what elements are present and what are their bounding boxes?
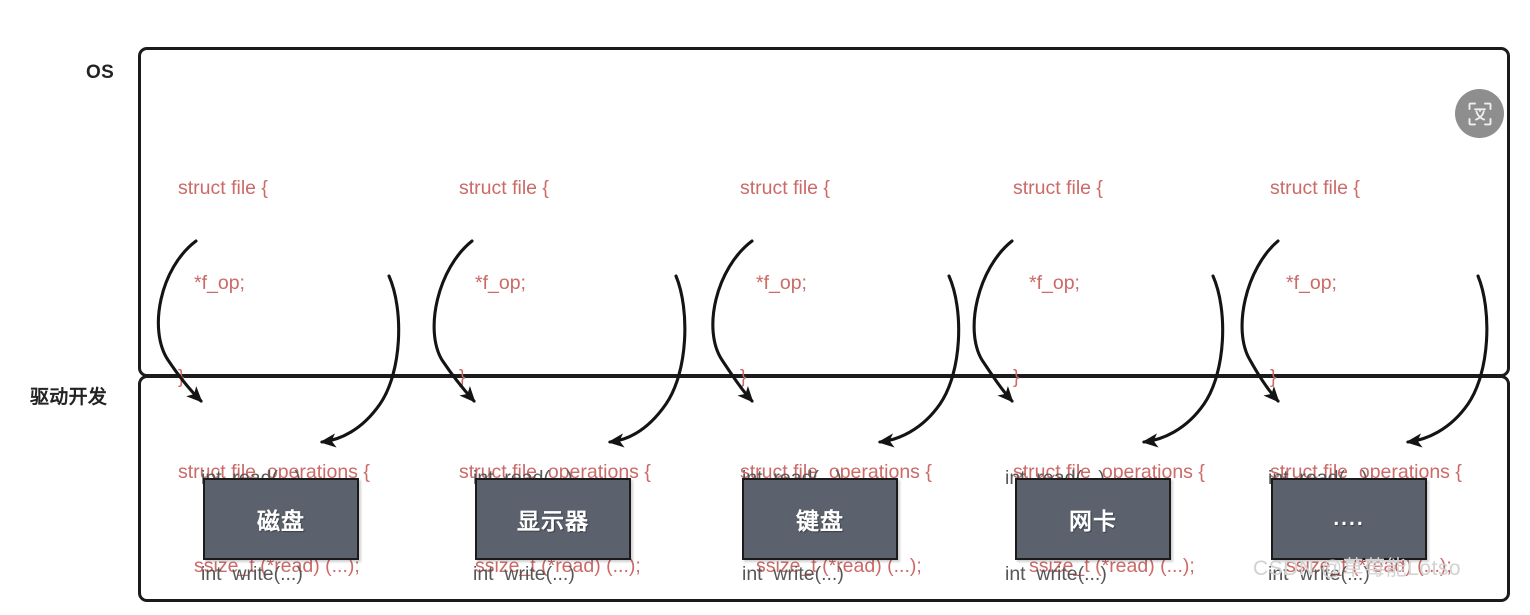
os-code-block-1: struct file { *f_op; } struct file_opera… <box>178 110 370 615</box>
code-line: int write(...) <box>1268 563 1370 585</box>
code-line: ssize_t (*read) (...); <box>1029 555 1195 577</box>
translate-scan-icon <box>1468 102 1491 125</box>
code-line: ssize_t (*read) (...); <box>1286 555 1452 577</box>
device-box-keyboard: 键盘 <box>742 478 898 560</box>
code-line: *f_op; <box>756 271 807 294</box>
code-line: struct file { <box>459 177 549 199</box>
device-label: 显示器 <box>517 508 589 534</box>
device-label: 网卡 <box>1069 508 1117 534</box>
device-box-more: .... <box>1271 478 1427 560</box>
code-line: struct file { <box>178 177 268 199</box>
code-line: int write(...) <box>473 563 575 585</box>
code-line: struct file_operations { <box>1013 460 1205 483</box>
device-box-nic: 网卡 <box>1015 478 1171 560</box>
driver-layer-frame <box>138 375 1510 602</box>
code-line: struct file_operations { <box>740 460 932 483</box>
code-line: int write(...) <box>742 563 844 585</box>
layer-label-driver: 驱动开发 <box>30 387 108 408</box>
code-line: *f_op; <box>1029 271 1080 294</box>
code-line: struct file_operations { <box>459 460 651 483</box>
code-line: struct file_operations { <box>1270 460 1462 483</box>
code-line: } <box>178 366 185 388</box>
device-label: .... <box>1333 507 1365 530</box>
code-line: ssize_t (*read) (...); <box>475 555 641 577</box>
code-line: struct file { <box>1013 177 1103 199</box>
os-code-block-5: struct file { *f_op; } struct file_opera… <box>1270 110 1462 615</box>
layer-label-os: OS <box>86 62 115 83</box>
code-line: struct file { <box>740 177 830 199</box>
code-line: struct file_operations { <box>178 460 370 483</box>
code-line: ssize_t (*read) (...); <box>194 555 360 577</box>
device-box-disk: 磁盘 <box>203 478 359 560</box>
watermark: CSDN @草莓能Lotso <box>1253 557 1462 580</box>
code-line: struct file { <box>1270 177 1360 199</box>
device-label: 磁盘 <box>257 508 305 534</box>
code-line: int write(...) <box>201 563 303 585</box>
device-label: 键盘 <box>796 508 844 534</box>
os-code-block-4: struct file { *f_op; } struct file_opera… <box>1013 110 1205 615</box>
os-code-block-3: struct file { *f_op; } struct file_opera… <box>740 110 932 615</box>
code-line: *f_op; <box>1286 271 1337 294</box>
code-line: } <box>740 366 747 388</box>
device-box-monitor: 显示器 <box>475 478 631 560</box>
code-line: *f_op; <box>194 271 245 294</box>
code-line: } <box>1270 366 1277 388</box>
os-code-block-2: struct file { *f_op; } struct file_opera… <box>459 110 651 615</box>
code-line: int write(...) <box>1005 563 1107 585</box>
code-line: } <box>1013 366 1020 388</box>
code-line: ssize_t (*read) (...); <box>756 555 922 577</box>
code-line: } <box>459 366 466 388</box>
translate-button[interactable] <box>1455 89 1504 138</box>
code-line: *f_op; <box>475 271 526 294</box>
